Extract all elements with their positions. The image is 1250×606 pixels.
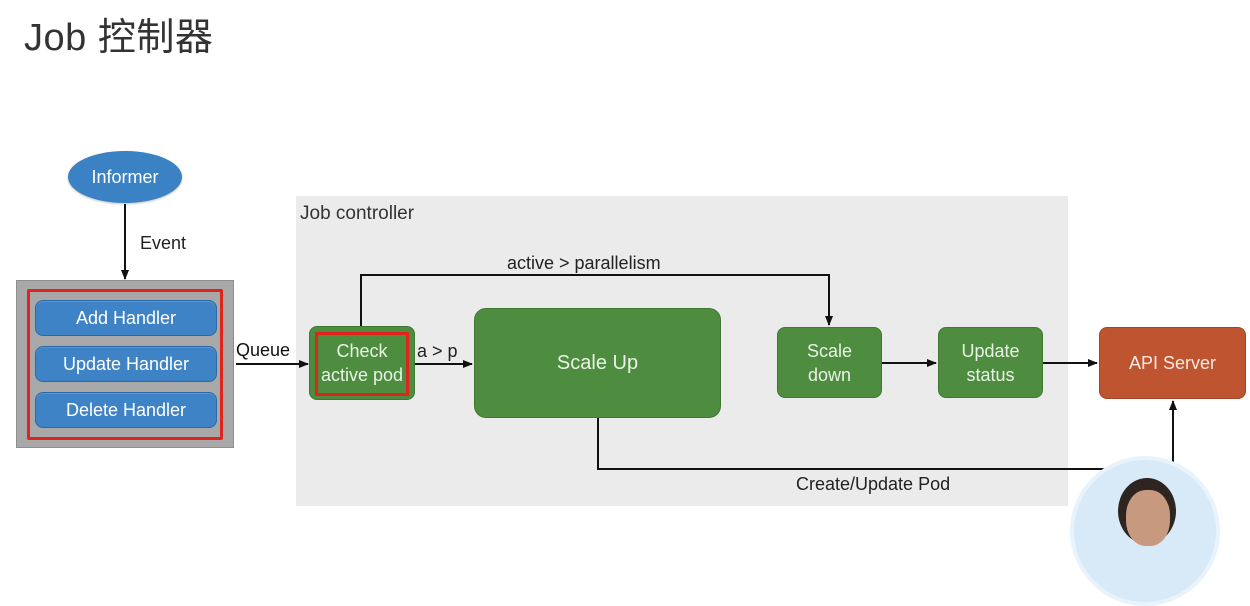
active-gt-parallelism-label: active > parallelism [507, 253, 661, 273]
scale-down-node: Scale down [777, 327, 882, 398]
presenter-avatar-icon [1070, 456, 1220, 606]
informer-node: Informer [68, 151, 182, 203]
scale-down-label-line1: Scale [806, 340, 853, 361]
check-highlight-box [315, 332, 409, 396]
check-active-pod-node: Check active pod [309, 326, 415, 400]
job-controller-label: Job controller [300, 203, 415, 224]
event-label: Event [140, 233, 187, 253]
handler-highlight-box [27, 289, 223, 440]
create-update-pod-label: Create/Update Pod [796, 474, 951, 494]
api-server-node: API Server [1099, 327, 1246, 399]
scale-up-node: Scale Up [474, 308, 721, 418]
delete-handler-node: Delete Handler [35, 392, 217, 428]
page-title: Job 控制器 [24, 17, 214, 59]
diagram-edges [121, 204, 1177, 470]
add-handler-node: Add Handler [35, 300, 217, 336]
a-gt-p-label: a > p [417, 341, 458, 361]
queue-label: Queue [236, 340, 291, 360]
create-update-pod-arrow [597, 400, 1177, 470]
update-handler-node: Update Handler [35, 346, 217, 382]
check-label-line1: Check [336, 341, 388, 361]
update-status-label-line2: status [966, 364, 1015, 385]
update-status-label-line1: Update [961, 340, 1020, 361]
update-status-node: Update status [938, 327, 1043, 398]
check-label-line2: active pod [320, 365, 404, 385]
scale-down-label-line2: down [807, 364, 852, 385]
active-gt-parallelism-arrow [360, 274, 833, 326]
